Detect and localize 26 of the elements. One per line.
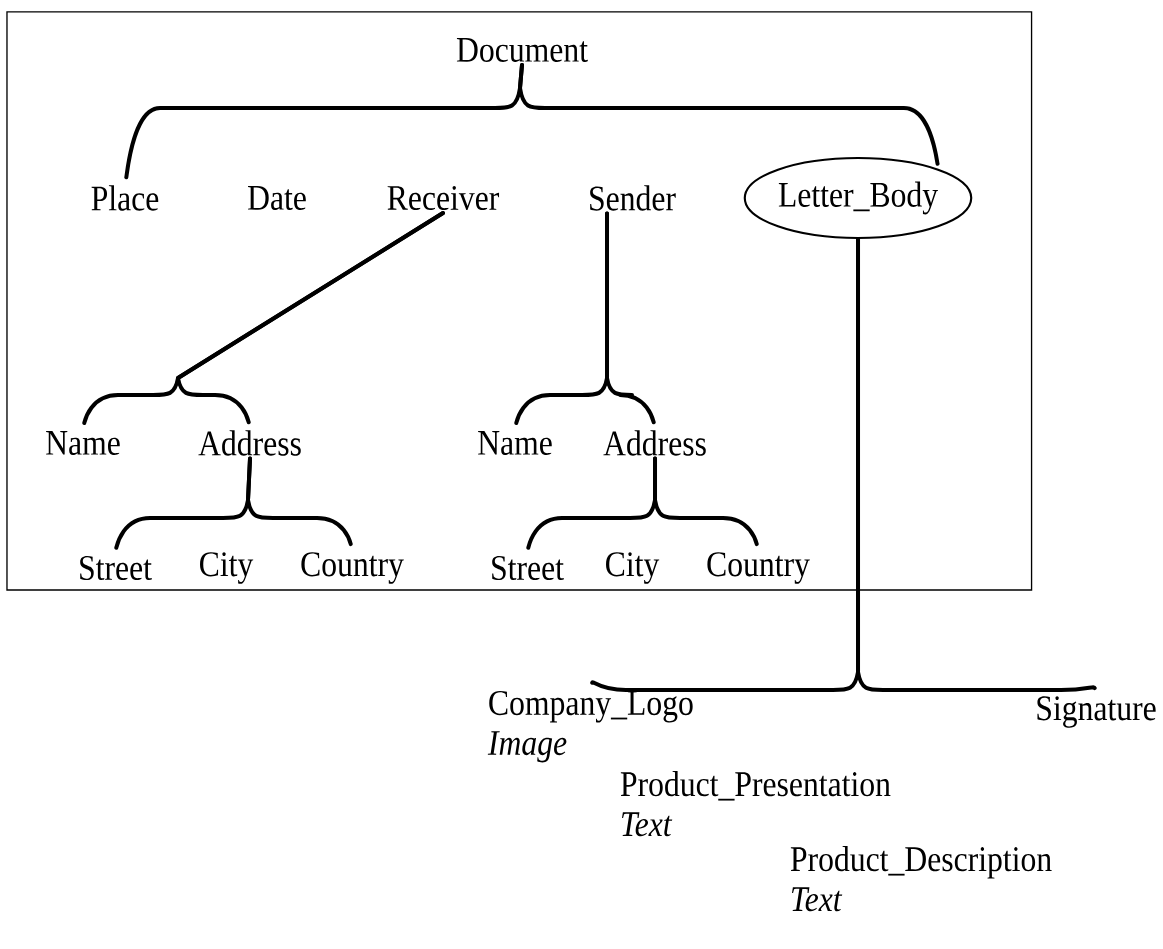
- brace-connector: [246, 456, 353, 547]
- node-label: Signature: [1037, 696, 1156, 728]
- node-label: Receiver: [387, 185, 500, 211]
- brace-connector: [856, 237, 1097, 692]
- brace-connector: [176, 211, 445, 425]
- node-label: Country: [707, 552, 810, 584]
- node-label: City: [200, 552, 254, 584]
- node-label: Name: [46, 431, 120, 455]
- node-label: Street: [492, 555, 564, 581]
- node-label: Name: [478, 431, 552, 455]
- brace-connector: [518, 62, 940, 166]
- node-label: Date: [248, 186, 306, 210]
- node-label: Document: [456, 38, 588, 62]
- node-label: Place: [91, 185, 159, 211]
- brace-connector: [653, 456, 759, 547]
- node-label: Address: [198, 430, 301, 456]
- node-label: Sender: [590, 185, 676, 211]
- node-label: Street: [80, 555, 152, 581]
- node-label: Address: [603, 430, 706, 456]
- brace-connector: [605, 211, 656, 425]
- node-label: Product_Presentation Text: [620, 770, 891, 837]
- frame-box: [6, 11, 1033, 591]
- node-label: Product_Description Text: [790, 845, 1052, 912]
- node-label: Company_Logo Image: [487, 690, 693, 763]
- node-label: City: [606, 552, 660, 584]
- node-label: Country: [301, 552, 404, 584]
